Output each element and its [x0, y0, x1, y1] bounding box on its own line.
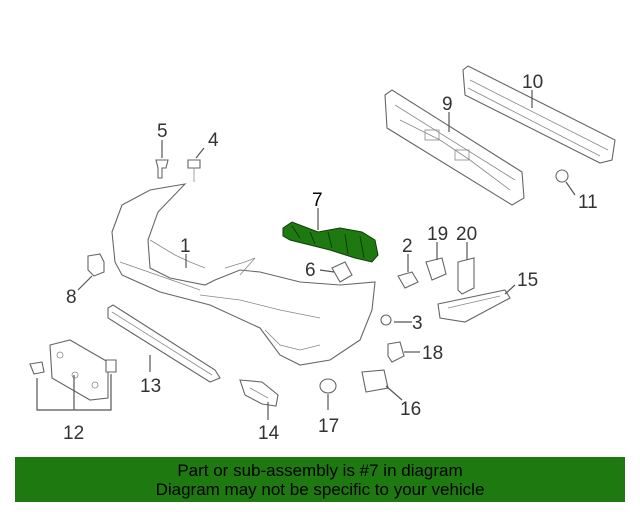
- callout-7: 7: [312, 190, 323, 211]
- banner-line-1: Part or sub-assembly is #7 in diagram: [177, 460, 463, 480]
- callout-20: 20: [456, 224, 477, 245]
- callout-18: 18: [422, 343, 443, 364]
- bracket-20: [457, 257, 475, 295]
- callout-13: 13: [140, 376, 161, 397]
- leader-lines: [36, 90, 576, 420]
- callout-11: 11: [578, 192, 598, 213]
- callout-10: 10: [522, 72, 543, 93]
- energy-absorber: [384, 89, 525, 206]
- bracket-18: [387, 341, 405, 363]
- callout-4: 4: [208, 130, 219, 151]
- reinforcement-bar: [462, 65, 616, 164]
- callout-3: 3: [412, 313, 423, 334]
- callout-12: 12: [63, 423, 84, 444]
- screw-3: [380, 314, 392, 326]
- fog-lamp-bezel: [239, 379, 279, 407]
- callout-5: 5: [157, 121, 168, 142]
- clip-6: [331, 261, 353, 283]
- callout-9: 9: [442, 94, 453, 115]
- parts-diagram: 1 2 3 4 5 6 7 8 9 10 11 12 13 14 15 16 1…: [29, 65, 616, 444]
- license-bracket: [29, 339, 117, 401]
- callout-numbers: 1 2 3 4 5 6 7 8 9 10 11 12 13 14 15 16 1…: [63, 72, 598, 444]
- bracket-15: [437, 289, 511, 323]
- callout-8: 8: [66, 287, 77, 308]
- callout-15: 15: [517, 270, 538, 291]
- clip-5: [155, 159, 169, 179]
- cap-17: [319, 378, 337, 394]
- bracket-19: [425, 257, 447, 281]
- bolt-4: [187, 159, 201, 182]
- banner-line-2: Diagram may not be specific to your vehi…: [155, 479, 485, 499]
- retainer-8: [87, 253, 105, 277]
- bumper-cover: [111, 183, 376, 366]
- lower-grille: [107, 304, 221, 383]
- sensor-16: [361, 369, 389, 393]
- nut-2: [397, 271, 419, 289]
- callout-17: 17: [318, 416, 339, 437]
- info-banner: Part or sub-assembly is #7 in diagram Di…: [15, 457, 625, 502]
- callout-1: 1: [180, 236, 191, 257]
- callout-16: 16: [400, 399, 421, 420]
- callout-6: 6: [305, 260, 316, 281]
- callout-2: 2: [402, 236, 413, 257]
- bolt-11: [555, 169, 569, 183]
- bracket-7: [282, 221, 379, 263]
- callout-19: 19: [427, 224, 448, 245]
- callout-14: 14: [258, 423, 280, 444]
